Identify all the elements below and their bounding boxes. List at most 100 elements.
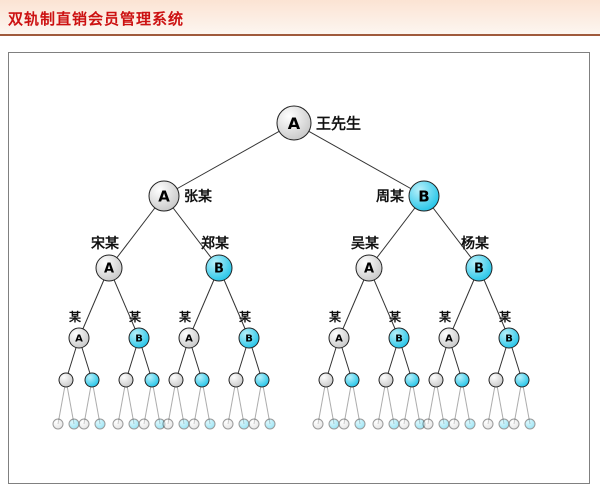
- member-circle: [388, 418, 400, 430]
- member-circle: [84, 372, 100, 388]
- member-circle: [524, 418, 536, 430]
- page-title: 双轨制直销会员管理系统: [8, 10, 185, 28]
- member-node-b: B: [205, 254, 233, 282]
- member-circle: [498, 327, 520, 349]
- member-name-label: 杨某: [461, 235, 490, 252]
- member-circle: [205, 254, 233, 282]
- member-circle: [112, 418, 124, 430]
- member-node-a: [112, 418, 124, 430]
- member-type-letter: A: [104, 262, 114, 277]
- member-node-b: B: [128, 327, 150, 349]
- member-circle: [254, 372, 270, 388]
- member-node-a: A: [68, 327, 90, 349]
- member-type-letter: A: [335, 334, 343, 345]
- member-circle: [178, 418, 190, 430]
- member-circle: [128, 418, 140, 430]
- member-circle: [428, 372, 444, 388]
- member-node-b: [238, 418, 250, 430]
- member-node-b: [204, 418, 216, 430]
- member-type-letter: A: [364, 262, 374, 277]
- member-circle: [128, 327, 150, 349]
- member-circle: [408, 180, 440, 212]
- member-node-a: [248, 418, 260, 430]
- member-name-label: 张某: [184, 188, 213, 205]
- tree-edge: [293, 122, 425, 197]
- member-type-letter: B: [214, 262, 224, 277]
- member-circle: [398, 418, 410, 430]
- member-name-label: 周某: [376, 188, 405, 205]
- member-name-label: 吴某: [351, 235, 380, 252]
- member-circle: [318, 372, 334, 388]
- member-node-a: [448, 418, 460, 430]
- member-circle: [465, 254, 493, 282]
- member-circle: [144, 372, 160, 388]
- member-node-b: [178, 418, 190, 430]
- member-circle: [388, 327, 410, 349]
- member-circle: [488, 372, 504, 388]
- member-circle: [464, 418, 476, 430]
- member-circle: [178, 327, 200, 349]
- member-node-b: B: [498, 327, 520, 349]
- member-name-label: 某: [499, 309, 512, 324]
- member-circle: [276, 105, 312, 141]
- member-name-label: 某: [439, 309, 452, 324]
- member-node-a: A: [355, 254, 383, 282]
- member-node-a: [312, 418, 324, 430]
- member-node-a: [398, 418, 410, 430]
- member-circle: [204, 418, 216, 430]
- member-node-a: [372, 418, 384, 430]
- member-node-b: [454, 372, 470, 388]
- tree-labels: 王先生张某周某宋某郑某吴某杨某某某某某某某某某: [69, 114, 512, 324]
- member-node-a: A: [276, 105, 312, 141]
- member-node-a: [168, 372, 184, 388]
- member-circle: [404, 372, 420, 388]
- member-node-a: [338, 418, 350, 430]
- member-node-b: [194, 372, 210, 388]
- member-type-letter: B: [505, 334, 513, 345]
- member-node-b: [524, 418, 536, 430]
- member-node-a: [78, 418, 90, 430]
- member-circle: [508, 418, 520, 430]
- member-circle: [264, 418, 276, 430]
- member-type-letter: A: [445, 334, 453, 345]
- member-node-a: [52, 418, 64, 430]
- member-circle: [328, 418, 340, 430]
- member-node-b: [438, 418, 450, 430]
- member-node-a: [162, 418, 174, 430]
- member-node-a: A: [438, 327, 460, 349]
- member-circle: [188, 418, 200, 430]
- member-circle: [222, 418, 234, 430]
- member-node-b: [498, 418, 510, 430]
- member-name-label: 宋某: [90, 235, 120, 252]
- member-circle: [378, 372, 394, 388]
- member-circle: [118, 372, 134, 388]
- member-circle: [328, 327, 350, 349]
- member-type-letter: B: [135, 334, 143, 345]
- member-circle: [454, 372, 470, 388]
- member-circle: [58, 372, 74, 388]
- member-node-b: [264, 418, 276, 430]
- member-circle: [238, 327, 260, 349]
- member-circle: [354, 418, 366, 430]
- member-node-a: [138, 418, 150, 430]
- member-circle: [68, 418, 80, 430]
- member-type-letter: B: [395, 334, 403, 345]
- page-header: 双轨制直销会员管理系统: [0, 0, 600, 36]
- member-circle: [498, 418, 510, 430]
- member-node-a: [488, 372, 504, 388]
- member-name-label: 某: [389, 309, 402, 324]
- member-circle: [344, 372, 360, 388]
- member-circle: [448, 418, 460, 430]
- member-node-b: [68, 418, 80, 430]
- member-circle: [438, 418, 450, 430]
- member-node-a: [188, 418, 200, 430]
- member-name-label: 郑某: [201, 235, 230, 252]
- member-circle: [372, 418, 384, 430]
- member-circle: [248, 418, 260, 430]
- member-type-letter: A: [185, 334, 193, 345]
- member-node-a: A: [178, 327, 200, 349]
- member-node-a: [482, 418, 494, 430]
- member-circle: [482, 418, 494, 430]
- member-node-b: [354, 418, 366, 430]
